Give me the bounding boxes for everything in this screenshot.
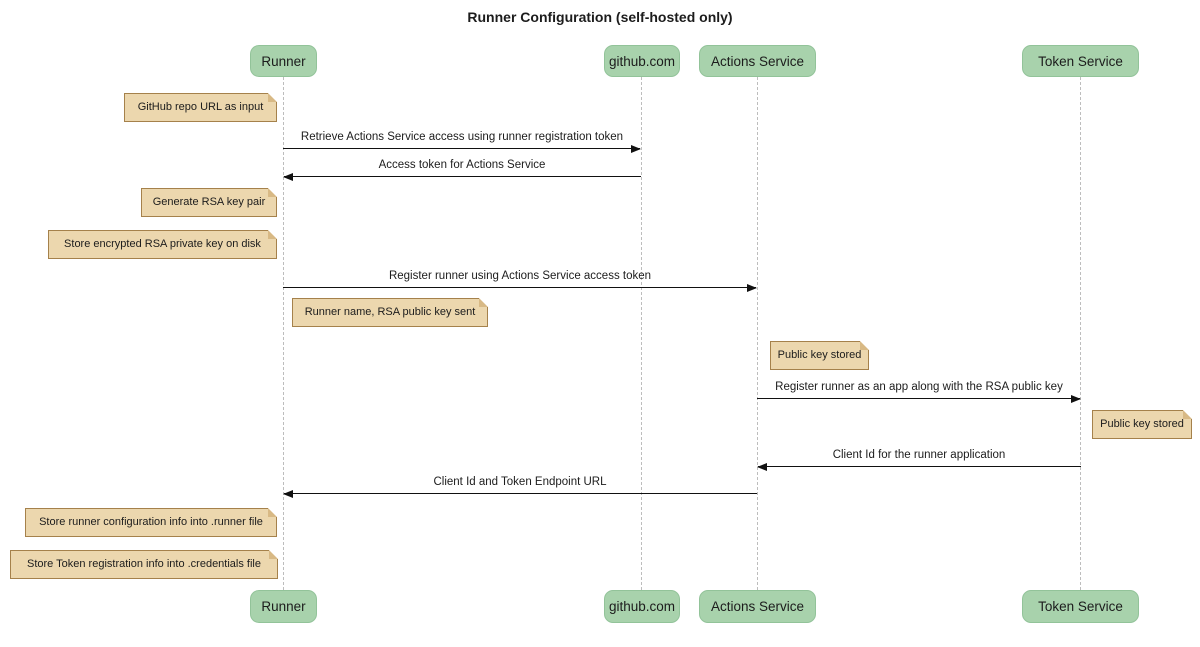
lifeline-actions-service — [757, 77, 758, 590]
participant-token-service-bottom: Token Service — [1022, 590, 1139, 623]
note-generate-rsa: Generate RSA key pair — [141, 188, 277, 217]
message-line — [757, 395, 1081, 403]
note-runner-name-key-sent: Runner name, RSA public key sent — [292, 298, 488, 327]
note-public-key-stored-actions: Public key stored — [770, 341, 869, 370]
note-label: Public key stored — [777, 349, 862, 361]
note-label: Public key stored — [1100, 418, 1184, 430]
message-label: Client Id and Token Endpoint URL — [433, 476, 607, 488]
arrow-left-icon — [283, 173, 293, 181]
note-label: Generate RSA key pair — [152, 196, 266, 208]
note-label: Store Token registration info into .cred… — [27, 558, 261, 570]
message-label: Register runner as an app along with the… — [775, 381, 1063, 393]
diagram-title: Runner Configuration (self-hosted only) — [467, 9, 733, 25]
note-fold-icon — [268, 93, 277, 102]
lifeline-token-service — [1080, 77, 1081, 590]
note-store-runner-file: Store runner configuration info into .ru… — [25, 508, 277, 537]
note-fold-icon — [1183, 410, 1192, 419]
participant-runner-top: Runner — [250, 45, 317, 77]
participant-runner-bottom: Runner — [250, 590, 317, 623]
note-label: GitHub repo URL as input — [137, 101, 264, 113]
arrow-right-icon — [631, 145, 641, 153]
message-line — [757, 463, 1081, 471]
note-fold-icon — [268, 188, 277, 197]
message-line — [283, 145, 641, 153]
message-line — [283, 490, 757, 498]
note-fold-icon — [269, 550, 278, 559]
lifeline-github — [641, 77, 642, 590]
note-label: Store runner configuration info into .ru… — [39, 516, 263, 528]
message-label: Access token for Actions Service — [378, 159, 546, 171]
participant-token-service-top: Token Service — [1022, 45, 1139, 77]
note-fold-icon — [268, 508, 277, 517]
participant-actions-service-bottom: Actions Service — [699, 590, 816, 623]
participant-github-bottom: github.com — [604, 590, 680, 623]
message-line — [283, 284, 757, 292]
arrow-right-icon — [1071, 395, 1081, 403]
note-fold-icon — [860, 341, 869, 350]
message-label: Client Id for the runner application — [832, 449, 1006, 461]
message-label: Register runner using Actions Service ac… — [388, 270, 652, 282]
note-fold-icon — [268, 230, 277, 239]
note-store-credentials-file: Store Token registration info into .cred… — [10, 550, 278, 579]
participant-github-top: github.com — [604, 45, 680, 77]
note-label: Runner name, RSA public key sent — [304, 306, 476, 318]
note-fold-icon — [479, 298, 488, 307]
note-github-repo-url: GitHub repo URL as input — [124, 93, 277, 122]
participant-actions-service-top: Actions Service — [699, 45, 816, 77]
message-label: Retrieve Actions Service access using ru… — [300, 131, 624, 143]
note-store-private-key: Store encrypted RSA private key on disk — [48, 230, 277, 259]
arrow-left-icon — [757, 463, 767, 471]
message-line — [283, 173, 641, 181]
arrow-left-icon — [283, 490, 293, 498]
note-public-key-stored-token: Public key stored — [1092, 410, 1192, 439]
note-label: Store encrypted RSA private key on disk — [64, 238, 261, 250]
arrow-right-icon — [747, 284, 757, 292]
lifeline-runner — [283, 77, 284, 590]
